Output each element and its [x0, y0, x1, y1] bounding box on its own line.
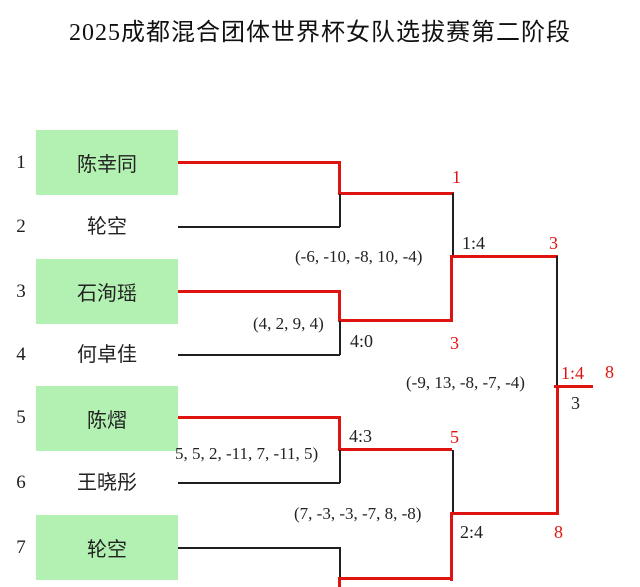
- player-name-wang-xiaotong: 王晓彤: [77, 472, 137, 494]
- winner-label-round1-upper: 3: [450, 333, 459, 353]
- seed-number-1: 1: [16, 152, 26, 173]
- winner-label-semifinal-bottom: 8: [554, 522, 563, 542]
- bracket-line: [338, 319, 452, 322]
- bracket-line: [178, 416, 340, 419]
- bracket-line: [338, 290, 341, 322]
- seed-number-7: 7: [16, 537, 26, 558]
- bracket-line: [338, 416, 341, 451]
- match-score-round1-lower: 4:3: [349, 426, 373, 446]
- bracket-line: [178, 354, 340, 356]
- game-scores-round1-upper: (4, 2, 9, 4): [253, 314, 324, 333]
- game-scores-semifinal-top: (-6, -10, -8, 10, -4): [295, 247, 423, 266]
- bracket-line: [338, 577, 452, 580]
- bracket-line: [450, 255, 558, 258]
- seed-number-5: 5: [16, 407, 26, 428]
- match-score-semifinal-bottom: 2:4: [460, 522, 484, 542]
- bracket-line: [339, 450, 341, 483]
- match-score-semifinal-top: 1:4: [462, 233, 486, 253]
- page-title: 2025成都混合团体世界杯女队选拔赛第二阶段: [69, 20, 571, 46]
- game-scores-round1-lower: 5, 5, 2, -11, 7, -11, 5): [175, 444, 319, 463]
- player-box-shi-xunyao: 石洵瑶: [36, 259, 178, 324]
- bracket-line: [338, 161, 341, 194]
- bracket-line: [452, 193, 454, 257]
- seed-number-2: 2: [16, 216, 26, 237]
- winner-label-round1-lower: 5: [450, 427, 459, 447]
- bracket-line: [450, 512, 558, 515]
- winner-label-semifinal-top: 3: [549, 233, 558, 253]
- bracket-line: [339, 321, 341, 355]
- player-box-chen-yi: 陈熠: [36, 386, 178, 451]
- bracket-line: [556, 385, 559, 515]
- bracket-line: [452, 450, 454, 514]
- bracket-line: [178, 226, 340, 228]
- winner-label-final: 8: [605, 362, 614, 382]
- game-scores-final: (-9, 13, -8, -7, -4): [406, 373, 525, 392]
- bracket-line: [556, 256, 558, 387]
- bracket-line: [450, 512, 453, 581]
- bracket-line: [338, 577, 341, 587]
- bracket-line: [178, 547, 340, 549]
- bracket-line: [450, 255, 453, 322]
- match-score-final: 1:4: [561, 363, 585, 383]
- bracket-line: [178, 482, 340, 484]
- match-score-round1-upper: 4:0: [350, 331, 374, 351]
- bracket-line: [178, 161, 340, 164]
- bracket-line: [338, 192, 454, 195]
- seed-number-6: 6: [16, 472, 26, 493]
- winner-label-round1-top: 1: [452, 167, 461, 187]
- bracket-line: [339, 547, 341, 579]
- seed-number-3: 3: [16, 281, 26, 302]
- seed-number-4: 4: [16, 344, 26, 365]
- bracket-line: [339, 194, 341, 227]
- player-box-chen-xingtong: 陈幸同: [36, 130, 178, 195]
- game-scores-semifinal-bottom: (7, -3, -3, -7, 8, -8): [294, 504, 422, 523]
- bracket-line: [178, 290, 340, 293]
- player-box-bye-bottom: 轮空: [36, 515, 178, 580]
- player-name-bye-top: 轮空: [87, 216, 127, 238]
- bracket-line: [554, 385, 593, 388]
- loser-label-final: 3: [571, 393, 580, 413]
- bracket-line: [338, 448, 452, 451]
- player-name-he-zhuojia: 何卓佳: [77, 344, 137, 366]
